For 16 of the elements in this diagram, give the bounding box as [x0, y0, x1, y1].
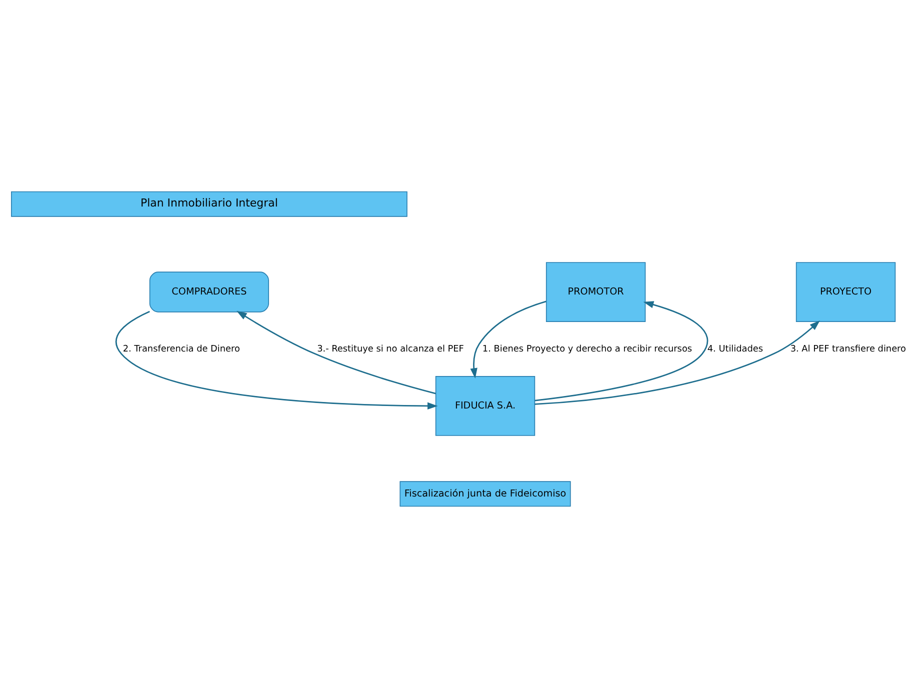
edge-label: 2. Transferencia de Dinero	[122, 344, 240, 354]
edge-label: 3. Al PEF transfiere dinero	[790, 344, 906, 354]
node-box: PROMOTOR	[546, 262, 646, 322]
node-box: Fiscalización junta de Fideicomiso	[400, 481, 571, 507]
arrow	[534, 320, 820, 405]
node-box: COMPRADORES	[149, 272, 270, 312]
node-box: Plan Inmobiliario Integral	[11, 191, 408, 217]
edge-label: 4. Utilidades	[707, 344, 764, 354]
edge-label: 3.- Restituye si no alcanza el PEF	[317, 344, 464, 354]
node-box: FIDUCIA S.A.	[435, 376, 536, 436]
edge-label: 1. Bienes Proyecto y derecho a recibir recursos	[482, 344, 692, 354]
arrow	[115, 310, 438, 410]
arrow	[470, 300, 546, 378]
arrow	[534, 301, 708, 402]
arrow	[236, 310, 436, 394]
node-box: PROYECTO	[796, 262, 896, 322]
